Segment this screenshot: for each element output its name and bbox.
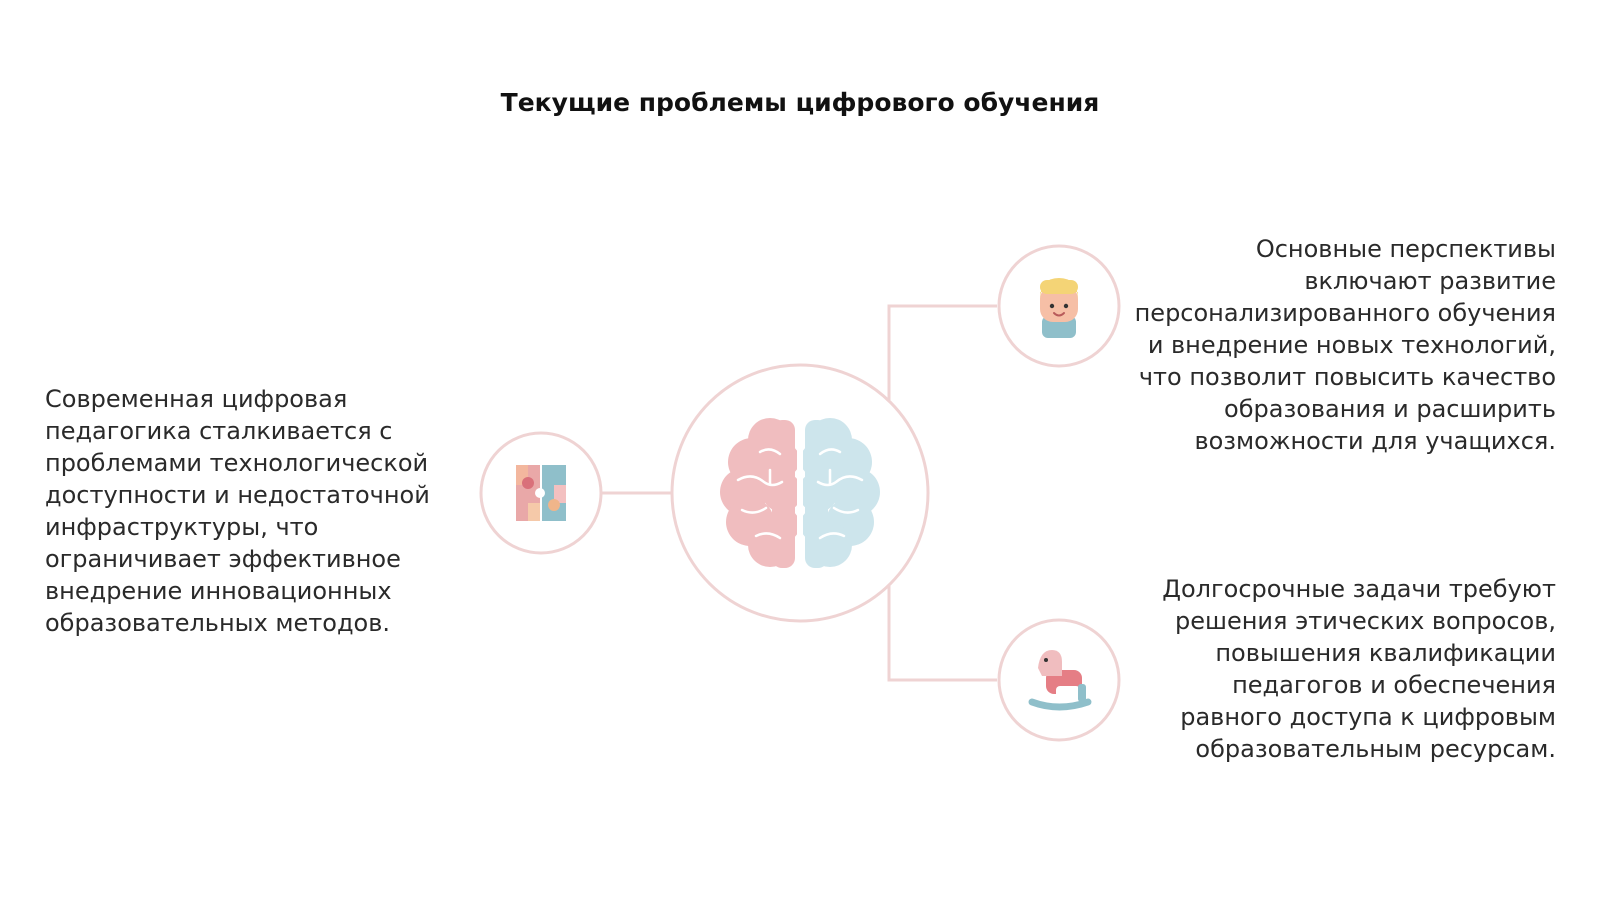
brain-icon [720, 416, 880, 572]
left-node [479, 431, 603, 555]
connector-lines [602, 304, 997, 682]
center-node [670, 363, 930, 623]
top-right-node-text: Основные перспективы включают развитие п… [1134, 235, 1556, 455]
connector-bottom-right [887, 586, 997, 682]
connector-top-right [887, 304, 997, 400]
bottom-right-node-text: Долгосрочные задачи требуют решения этич… [1162, 575, 1556, 763]
child-icon [1040, 278, 1078, 338]
puzzle-icon [516, 465, 566, 521]
left-node-text: Современная цифровая педагогика сталкива… [45, 385, 430, 637]
bottom-right-node [997, 618, 1121, 742]
page-title: Текущие проблемы цифрового обучения [500, 88, 1100, 117]
top-right-node [997, 244, 1121, 368]
rocking-horse-icon [1028, 650, 1092, 711]
